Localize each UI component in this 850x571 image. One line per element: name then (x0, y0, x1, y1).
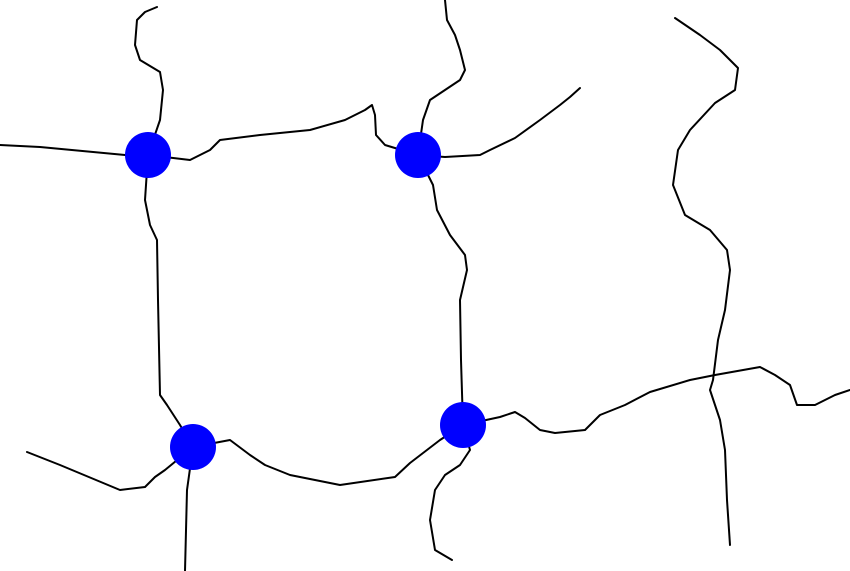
line-d-east (462, 366, 850, 434)
line-a-c (144, 154, 194, 448)
node-a (125, 132, 171, 178)
node-c (170, 424, 216, 470)
line-east-vertical (672, 17, 739, 546)
line-c-west (26, 446, 194, 491)
line-b-d (417, 154, 468, 426)
line-a-north (134, 6, 164, 156)
line-a-b (147, 104, 419, 161)
line-c-d (192, 424, 464, 486)
line-b-east (417, 87, 581, 158)
line-b-north (417, 0, 466, 156)
node-d (440, 402, 486, 448)
node-b (395, 132, 441, 178)
line-d-south (429, 424, 471, 561)
